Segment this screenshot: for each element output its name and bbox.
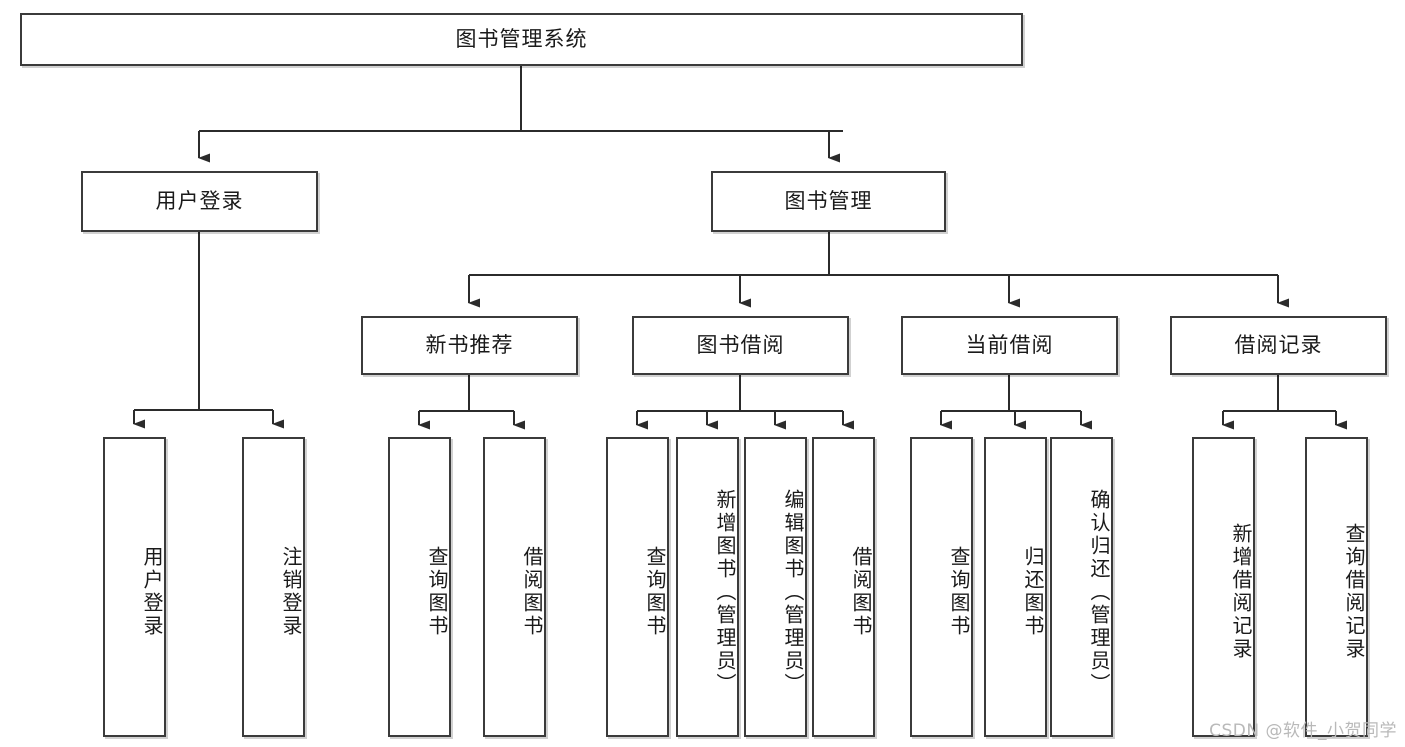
node-leaf-confirm-return[interactable]: 确认归还（管理员）: [1050, 437, 1113, 737]
node-leaf-add-record[interactable]: 新增借阅记录: [1192, 437, 1255, 737]
node-leaf-logout-label: 注销登录: [279, 546, 303, 638]
node-leaf-confirm-return-label: 确认归还（管理员）: [1087, 488, 1111, 696]
node-user-login-label: 用户登录: [155, 188, 244, 213]
node-book-manage[interactable]: 图书管理: [711, 171, 946, 232]
node-new-book-rec-label: 新书推荐: [425, 332, 514, 357]
node-leaf-return-book-label: 归还图书: [1021, 546, 1045, 638]
node-leaf-query-book-1[interactable]: 查询图书: [388, 437, 451, 737]
node-leaf-add-book[interactable]: 新增图书（管理员）: [676, 437, 739, 737]
node-leaf-borrow-book-2[interactable]: 借阅图书: [812, 437, 875, 737]
node-leaf-borrow-book-1-label: 借阅图书: [520, 546, 544, 638]
node-leaf-query-book-3[interactable]: 查询图书: [910, 437, 973, 737]
node-leaf-query-book-1-label: 查询图书: [425, 546, 449, 638]
node-borrow-record[interactable]: 借阅记录: [1170, 316, 1387, 375]
node-current-borrow-label: 当前借阅: [965, 332, 1054, 357]
node-leaf-query-book-2-label: 查询图书: [643, 546, 667, 638]
node-new-book-rec[interactable]: 新书推荐: [361, 316, 578, 375]
node-leaf-query-record[interactable]: 查询借阅记录: [1305, 437, 1368, 737]
node-root[interactable]: 图书管理系统: [20, 13, 1023, 66]
watermark: CSDN @软件_小贺同学: [1209, 721, 1397, 741]
node-root-label: 图书管理系统: [455, 26, 588, 51]
node-leaf-user-login[interactable]: 用户登录: [103, 437, 166, 737]
node-user-login[interactable]: 用户登录: [81, 171, 318, 232]
node-leaf-edit-book[interactable]: 编辑图书（管理员）: [744, 437, 807, 737]
node-leaf-return-book[interactable]: 归还图书: [984, 437, 1047, 737]
node-book-borrow-label: 图书借阅: [696, 332, 785, 357]
node-borrow-record-label: 借阅记录: [1234, 332, 1323, 357]
node-leaf-add-book-label: 新增图书（管理员）: [713, 488, 737, 696]
node-leaf-logout[interactable]: 注销登录: [242, 437, 305, 737]
node-leaf-query-record-label: 查询借阅记录: [1342, 523, 1366, 661]
node-leaf-borrow-book-1[interactable]: 借阅图书: [483, 437, 546, 737]
node-leaf-borrow-book-2-label: 借阅图书: [849, 546, 873, 638]
node-leaf-add-record-label: 新增借阅记录: [1229, 523, 1253, 661]
node-leaf-query-book-2[interactable]: 查询图书: [606, 437, 669, 737]
node-current-borrow[interactable]: 当前借阅: [901, 316, 1118, 375]
node-leaf-user-login-label: 用户登录: [140, 546, 164, 638]
node-leaf-query-book-3-label: 查询图书: [947, 546, 971, 638]
node-book-manage-label: 图书管理: [784, 188, 873, 213]
node-leaf-edit-book-label: 编辑图书（管理员）: [781, 488, 805, 696]
node-book-borrow[interactable]: 图书借阅: [632, 316, 849, 375]
